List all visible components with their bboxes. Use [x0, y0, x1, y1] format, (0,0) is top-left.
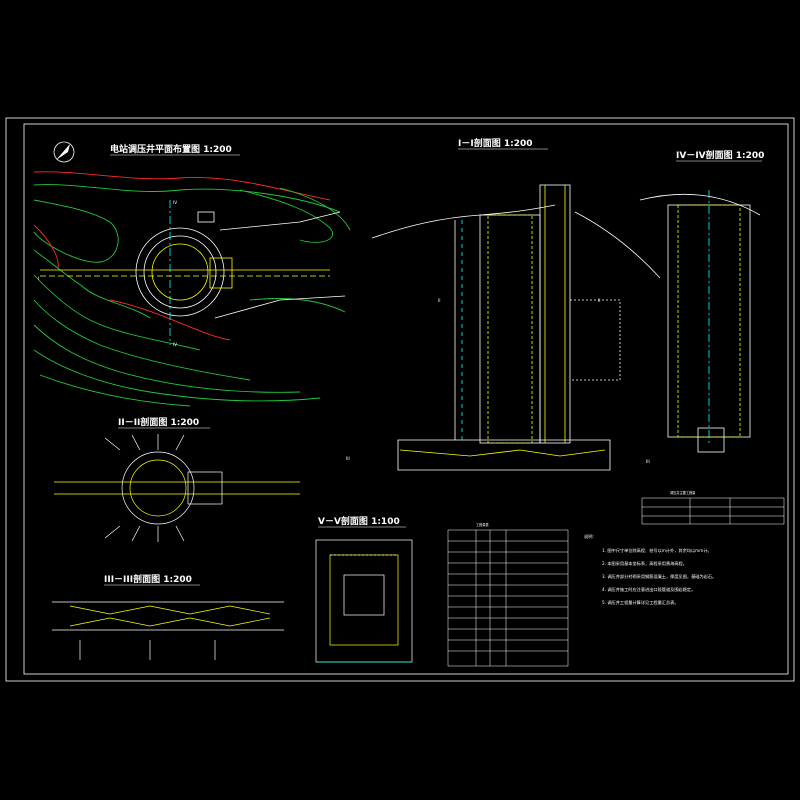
section-3-title: III－III剖面图 1:200 — [104, 573, 192, 585]
svg-text:III: III — [346, 456, 350, 461]
summary-table — [641, 497, 785, 525]
shaft-plan — [40, 200, 346, 345]
svg-text:III: III — [646, 459, 650, 464]
summary-table-title: 调压井主要工程量 — [670, 490, 696, 495]
note-2: 2. 本图采用基本坐标系，高程采用黄海高程。 — [602, 560, 687, 567]
plan-title: 电站调压井平面布置图 1:200 — [110, 143, 232, 155]
plan-view: 电站调压井平面布置图 1:200 — [33, 141, 351, 407]
svg-text:IV: IV — [173, 342, 177, 347]
north-arrow-icon — [53, 141, 75, 163]
svg-text:II: II — [438, 298, 440, 303]
note-5: 5. 调压井工程量计算详见工程量汇总表。 — [602, 599, 679, 606]
note-3: 3. 调压井部分衬砌采用钢筋混凝土，厚度见图，基础为岩石。 — [602, 573, 716, 580]
section-5-title: V－V剖面图 1:100 — [318, 515, 400, 527]
notes-title: 说明: — [584, 533, 594, 540]
section-1-title: I－I剖面图 1:200 — [458, 137, 532, 149]
note-4: 4. 调压井施工时应注意进出口段管道及围岩稳定。 — [602, 586, 695, 593]
svg-text:II: II — [598, 298, 600, 303]
svg-text:I: I — [38, 276, 39, 281]
section-v-v: V－V剖面图 1:100 — [315, 515, 413, 663]
section-ii-ii: II－II剖面图 1:200 — [54, 416, 300, 542]
section-iv-iv: IV－IV剖面图 1:200 调压井主要工程量 — [639, 149, 785, 525]
plan-section-marks: I IV IV — [38, 200, 177, 347]
notes-block: 说明: 1. 图中尺寸单位除高程、桩号以m计外，其余均以mm计。 2. 本图采用… — [584, 533, 716, 606]
section-2-title: II－II剖面图 1:200 — [118, 416, 199, 428]
terrain-contours — [33, 171, 351, 407]
outer-frame — [5, 117, 795, 682]
section-iii-iii: III－III剖面图 1:200 — [52, 573, 284, 660]
note-1: 1. 图中尺寸单位除高程、桩号以m计外，其余均以mm计。 — [602, 547, 712, 554]
quantity-table: 工程量表 — [447, 522, 569, 667]
section-i-i: I－I剖面图 1:200 II II III III — [346, 137, 661, 471]
inner-frame — [23, 123, 789, 675]
svg-text:IV: IV — [173, 200, 177, 205]
section-4-title: IV－IV剖面图 1:200 — [676, 149, 764, 161]
table-title: 工程量表 — [476, 522, 490, 527]
